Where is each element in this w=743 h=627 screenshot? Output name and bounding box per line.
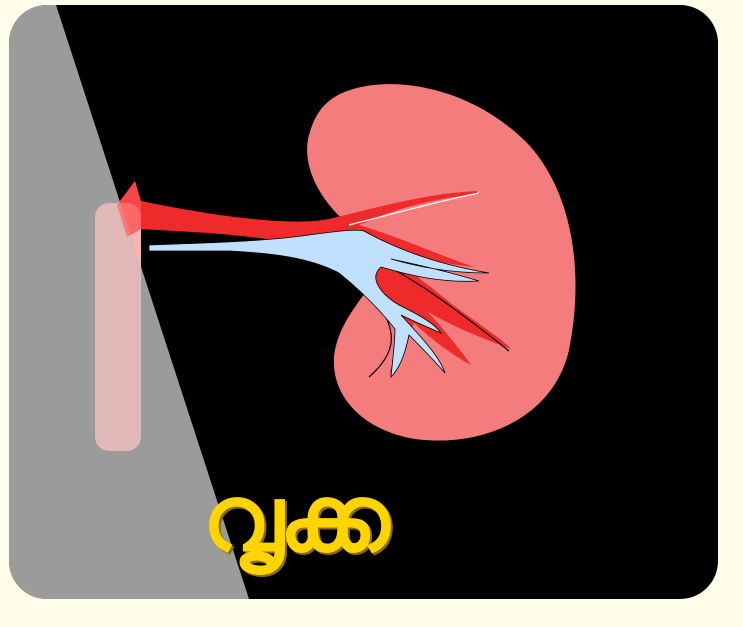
caption-text: വൃക്ക — [164, 473, 424, 565]
illustration-card: വൃക്ക — [9, 5, 718, 599]
aorta-highlight — [95, 203, 141, 451]
